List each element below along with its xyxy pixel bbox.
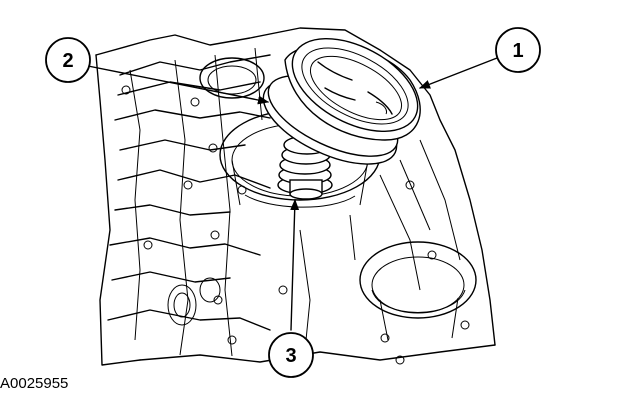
callout-3: 3 bbox=[268, 332, 314, 378]
callout-1-label: 1 bbox=[512, 40, 523, 62]
cap-plug-part bbox=[284, 37, 421, 141]
upper-bore bbox=[199, 57, 265, 99]
callout-1: 1 bbox=[495, 27, 541, 73]
callout-2: 2 bbox=[45, 37, 91, 83]
callout-1-leader bbox=[418, 57, 498, 89]
engine-block bbox=[95, 27, 496, 366]
callout-2-leader bbox=[87, 65, 270, 105]
callout-leaders bbox=[87, 57, 498, 331]
figure-id: A0025955 bbox=[0, 375, 69, 392]
callout-2-label: 2 bbox=[62, 50, 73, 72]
callout-3-leader bbox=[290, 198, 300, 331]
lower-right-bore bbox=[359, 241, 477, 341]
callout-3-label: 3 bbox=[285, 345, 296, 367]
